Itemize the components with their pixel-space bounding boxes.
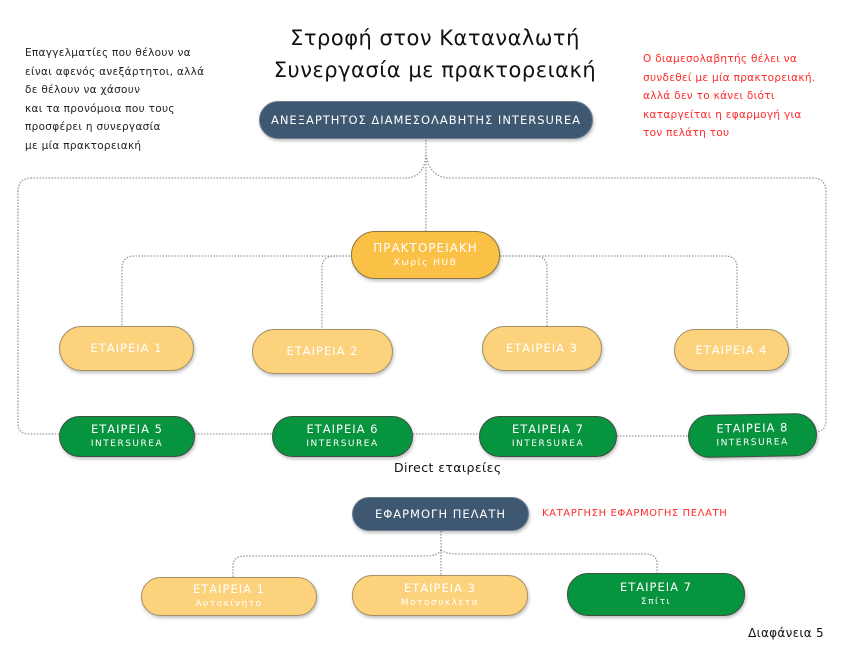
left-note-line: και τα προνόμοια που τους — [25, 102, 175, 115]
connector-hub-company-3 — [500, 255, 548, 326]
node-label: ΕΤΑΙΡΕΙΑ 3 — [506, 341, 578, 355]
connector-root-loop-left — [17, 154, 427, 435]
right-note-line: καταργείται η εφαρμογή για — [643, 108, 802, 121]
node-label: ΕΤΑΙΡΕΙΑ 2 — [286, 344, 359, 358]
node-app-company-7[interactable]: ΕΤΑΙΡΕΙΑ 7 Σπίτι — [567, 573, 745, 616]
connector-root-loop-right — [425, 154, 827, 433]
node-label: ΕΤΑΙΡΕΙΑ 1 — [90, 341, 163, 355]
node-app-company-3[interactable]: ΕΤΑΙΡΕΙΑ 3 Μοτοσυκλέτα — [352, 575, 528, 616]
left-note: Επαγγελματίες που θέλουν να είναι αφενός… — [25, 44, 204, 155]
slide-number-label: Διαφάνεια 5 — [748, 626, 824, 640]
left-note-line: προσφέρει η συνεργασία — [25, 121, 161, 133]
connector-app-company-1 — [232, 549, 442, 577]
node-direct-company-6[interactable]: ΕΤΑΙΡΕΙΑ 6 INTERSUREA — [272, 416, 413, 457]
node-independent-broker[interactable]: ΑΝΕΞΑΡΤΗΤΟΣ ΔΙΑΜΕΣΟΛΑΒΗΤΗΣ INTERSUREA — [259, 101, 593, 139]
node-label: ΕΤΑΙΡΕΙΑ 3 — [404, 581, 476, 595]
slide-title-line-1: Στροφή στον Καταναλωτή — [290, 26, 580, 50]
connector-hub-company-4 — [500, 255, 738, 330]
left-note-line: με μία πρακτορειακή — [25, 139, 142, 152]
node-label: ΑΝΕΞΑΡΤΗΤΟΣ ΔΙΑΜΕΣΟΛΑΒΗΤΗΣ INTERSUREA — [270, 112, 582, 127]
node-agency-company-2[interactable]: ΕΤΑΙΡΕΙΑ 2 — [252, 329, 393, 374]
node-label: ΕΤΑΙΡΕΙΑ 5 — [91, 422, 163, 436]
right-note-line: τον πελάτη του — [643, 127, 730, 139]
node-client-app[interactable]: ΕΦΑΡΜΟΓΗ ΠΕΛΑΤΗ — [352, 497, 529, 531]
right-note-line: αλλά δεν το κάνει διότι — [643, 90, 775, 102]
node-app-company-1[interactable]: ΕΤΑΙΡΕΙΑ 1 Αυτοκίνητο — [141, 577, 317, 616]
node-direct-company-8[interactable]: ΕΤΑΙΡΕΙΑ 8 INTERSUREA — [687, 412, 818, 459]
node-sublabel: Αυτοκίνητο — [195, 599, 263, 609]
node-label: ΕΤΑΙΡΕΙΑ 8 — [716, 420, 789, 436]
node-sublabel: INTERSUREA — [90, 439, 164, 449]
node-label: ΕΤΑΙΡΕΙΑ 7 — [512, 422, 584, 436]
node-sublabel: Μοτοσυκλέτα — [400, 598, 480, 608]
node-sublabel: INTERSUREA — [511, 439, 585, 449]
node-agency-hub[interactable]: ΠΡΑΚΤΟΡΕΙΑΚΗ Χωρίς HUB — [351, 231, 500, 279]
node-sublabel: INTERSUREA — [306, 439, 379, 449]
connector-hub-company-2 — [321, 255, 350, 330]
right-note: Ο διαμεσολαβητής θέλει να συνδεθεί με μί… — [643, 50, 815, 143]
node-label: ΕΤΑΙΡΕΙΑ 1 — [193, 582, 265, 596]
node-direct-company-7[interactable]: ΕΤΑΙΡΕΙΑ 7 INTERSUREA — [479, 416, 617, 457]
node-label: ΕΦΑΡΜΟΓΗ ΠΕΛΑΤΗ — [374, 506, 507, 521]
node-label: ΠΡΑΚΤΟΡΕΙΑΚΗ — [373, 240, 478, 255]
slide-title-line-2: Συνεργασία με πρακτορειακή — [273, 58, 597, 82]
node-label: ΕΤΑΙΡΕΙΑ 6 — [306, 422, 379, 436]
right-note-line: συνδεθεί με μία πρακτορειακή. — [643, 71, 816, 84]
node-sublabel: INTERSUREA — [716, 437, 789, 449]
node-label: ΕΤΑΙΡΕΙΑ 7 — [620, 580, 692, 594]
node-sublabel: Σπίτι — [640, 597, 672, 607]
left-note-line: Επαγγελματίες που θέλουν να — [25, 47, 191, 59]
connector-hub-company-1 — [121, 255, 350, 326]
connector-app-company-7 — [440, 549, 658, 573]
left-note-line: δε θέλουν να χάσουν — [25, 84, 141, 96]
direct-companies-caption: Direct εταιρείες — [394, 460, 502, 475]
node-agency-company-3[interactable]: ΕΤΑΙΡΕΙΑ 3 — [482, 326, 602, 371]
left-note-line: είναι αφενός ανεξάρτητοι, αλλά — [25, 65, 205, 78]
node-sublabel: Χωρίς HUB — [393, 257, 458, 268]
node-label: ΕΤΑΙΡΕΙΑ 4 — [695, 342, 768, 357]
node-direct-company-5[interactable]: ΕΤΑΙΡΕΙΑ 5 INTERSUREA — [59, 416, 195, 457]
right-note-line: Ο διαμεσολαβητής θέλει να — [643, 53, 798, 65]
client-app-removal-warning: ΚΑΤΑΡΓΗΣΗ ΕΦΑΡΜΟΓΗΣ ΠΕΛΑΤΗ — [542, 508, 728, 519]
node-agency-company-4[interactable]: ΕΤΑΙΡΕΙΑ 4 — [674, 329, 789, 371]
node-agency-company-1[interactable]: ΕΤΑΙΡΕΙΑ 1 — [59, 326, 194, 371]
